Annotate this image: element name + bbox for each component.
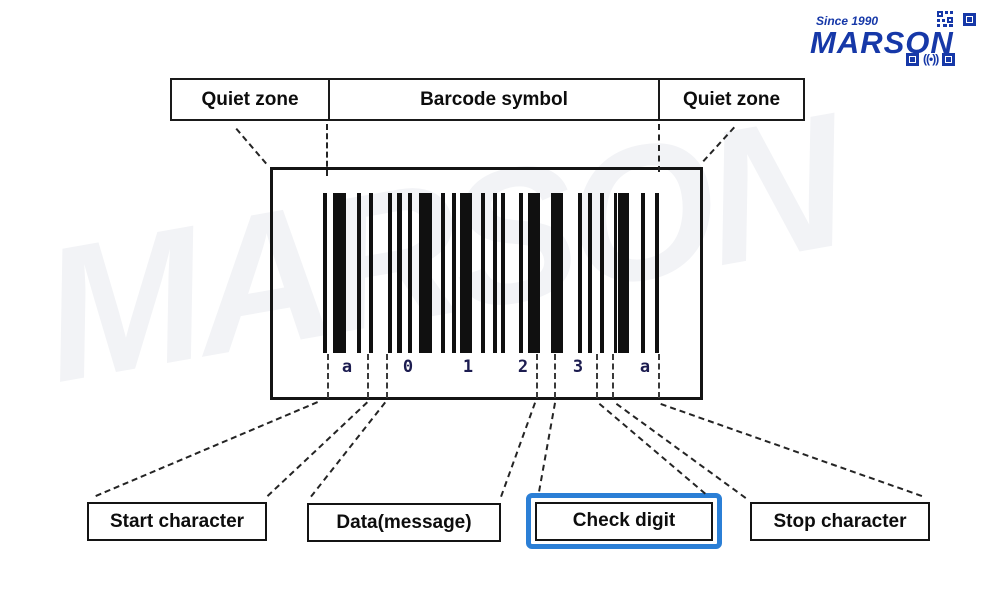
qr-finder-icon (942, 52, 956, 66)
barcode-bar (600, 193, 604, 353)
label-stop-character: Stop character (750, 502, 930, 541)
barcode-box (270, 167, 703, 400)
barcode-bar (333, 193, 346, 353)
connector-dashed-line (500, 402, 536, 497)
barcode-bar (655, 193, 659, 353)
qr-finder-icon (906, 52, 919, 66)
connector-dashed-line (615, 403, 746, 499)
barcode-bar (388, 193, 392, 353)
connector-dashed-line (95, 401, 318, 497)
region-separator-line (327, 354, 329, 398)
barcode-character: 2 (517, 357, 529, 377)
connector-dashed-line (538, 402, 556, 492)
cell-quiet-zone-right: Quiet zone (682, 88, 781, 110)
since-1990-text: Since 1990 (816, 14, 879, 28)
barcode-bar (588, 193, 592, 353)
barcode-bar (493, 193, 497, 353)
barcode-bar (323, 193, 327, 353)
barcode-bar (614, 193, 617, 353)
structure-table: Quiet zone Barcode symbol Quiet zone (170, 78, 805, 121)
barcode-bars (322, 193, 660, 353)
region-separator-line (386, 354, 388, 398)
barcode-bar (551, 193, 563, 353)
cell-barcode-symbol: Barcode symbol (330, 80, 660, 119)
radio-waves-icon: ((•)) (923, 52, 939, 66)
barcode-bar (408, 193, 412, 353)
barcode-character: 0 (402, 357, 414, 377)
barcode-bar (419, 193, 432, 353)
barcode-character: 3 (572, 357, 584, 377)
connector-dashed-line (326, 124, 328, 176)
connector-dashed-line (310, 401, 386, 497)
barcode-bar (357, 193, 361, 353)
barcode-bar (501, 193, 505, 353)
barcode-bar (519, 193, 523, 353)
connector-dashed-line (598, 403, 706, 495)
label-start-character: Start character (87, 502, 267, 541)
region-separator-line (596, 354, 598, 398)
barcode-character: a (341, 357, 353, 377)
barcode-character: a (639, 357, 651, 377)
barcode-bar (528, 193, 540, 353)
barcode-bar (578, 193, 582, 353)
barcode-bar (641, 193, 645, 353)
region-separator-line (612, 354, 614, 398)
marson-logo: Since 1990 MARSON ((•)) (810, 10, 986, 68)
qr-finder-icon (963, 13, 976, 26)
connector-dashed-line (658, 124, 660, 172)
barcode-bar (397, 193, 402, 353)
region-separator-line (536, 354, 538, 398)
check-digit-highlight-frame: Check digit (526, 493, 722, 549)
region-separator-line (367, 354, 369, 398)
logo-bottom-icons: ((•)) (906, 52, 956, 66)
marson-wordmark: MARSON (810, 25, 954, 60)
barcode-bar (460, 193, 472, 353)
label-check-digit: Check digit (535, 501, 713, 541)
barcode-bar (481, 193, 485, 353)
region-separator-line (554, 354, 556, 398)
barcode-bar (441, 193, 445, 353)
qr-code-icon (937, 11, 953, 32)
barcode-bar (369, 193, 373, 353)
barcode-bar (618, 193, 629, 353)
label-data-message: Data(message) (307, 503, 501, 542)
barcode-character: 1 (462, 357, 474, 377)
connector-dashed-line (660, 403, 922, 497)
connector-dashed-line (235, 128, 267, 165)
barcode-bar (452, 193, 456, 353)
region-separator-line (658, 354, 660, 398)
cell-quiet-zone-left: Quiet zone (172, 80, 330, 119)
